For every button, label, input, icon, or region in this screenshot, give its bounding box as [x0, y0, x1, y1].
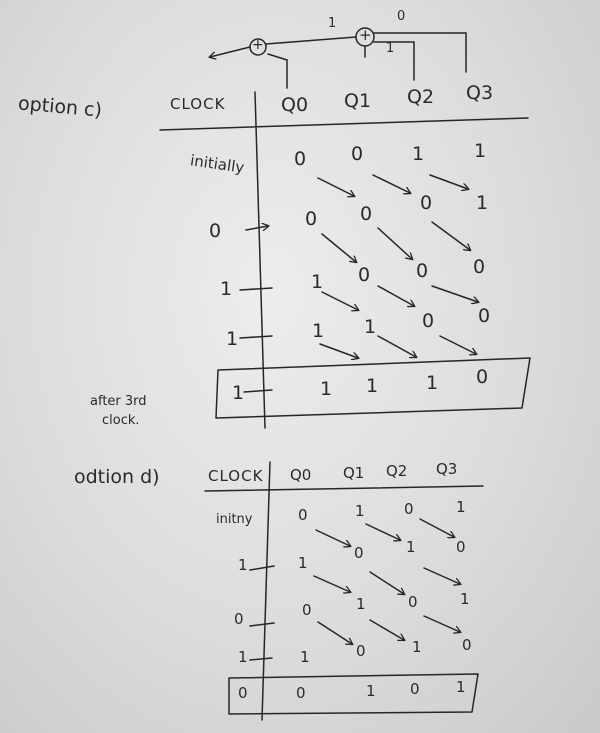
option-d-row-3-clock: 1 — [238, 648, 248, 666]
option-d-row-4-q1: 1 — [366, 682, 376, 700]
feedback-label-3: 1 — [386, 41, 395, 56]
option-c-row-3-q0: 1 — [312, 320, 325, 342]
option-d-row-4-q0: 0 — [296, 684, 306, 702]
option-d-clock-header: CLOCK — [208, 467, 264, 485]
circuit-diagram — [210, 27, 467, 89]
option-d-row-0-q2: 0 — [404, 500, 414, 518]
option-d-row-1-clock: 1 — [238, 556, 248, 574]
option-c-clock-divider — [254, 91, 266, 429]
option-c-header-rule — [159, 117, 529, 131]
option-c-row-4-q2: 1 — [426, 372, 439, 394]
option-c-col-q1: Q1 — [344, 90, 372, 112]
option-c-row-3-q1: 1 — [364, 316, 377, 338]
xor-gate-2-symbol: + — [359, 26, 372, 44]
option-d-shift-arrows — [313, 518, 460, 644]
option-c-row-1-q3: 1 — [476, 192, 489, 214]
feedback-label-2: 0 — [397, 9, 406, 24]
option-d-clock-divider — [261, 461, 271, 721]
option-c-row-0-q1: 0 — [351, 143, 364, 165]
option-d-col-q3: Q3 — [436, 460, 458, 478]
option-c-col-q2: Q2 — [407, 86, 435, 108]
option-d-header-rule — [204, 485, 484, 492]
option-d-row-4-q2: 0 — [410, 680, 420, 698]
option-d-row-3-q2: 1 — [412, 638, 422, 656]
option-d-row-2-q1: 1 — [356, 595, 366, 613]
option-c-row-1-q2: 0 — [420, 192, 433, 214]
option-d-row-3-q3: 0 — [462, 636, 472, 654]
option-c-row-1-clock: 0 — [209, 220, 222, 242]
option-d-col-q1: Q1 — [343, 464, 365, 482]
option-d-row-3-q1: 0 — [356, 642, 366, 660]
feedback-label-1: 1 — [328, 16, 337, 31]
option-c-row-2-q2: 0 — [416, 260, 429, 282]
option-d-row-1-q3: 0 — [456, 538, 466, 556]
option-d-row-2-q0: 0 — [302, 601, 312, 619]
option-d-col-q2: Q2 — [386, 462, 408, 480]
option-c-highlight-box — [215, 357, 531, 419]
xor-gate-1-symbol: + — [252, 37, 264, 53]
option-c-row-4-q0: 1 — [320, 378, 333, 400]
option-c-row-3-q3: 0 — [478, 305, 491, 327]
option-c-row-0-q2: 1 — [412, 143, 425, 165]
option-d-label: odtion d) — [74, 466, 160, 488]
option-c-note-line1: after 3rd — [90, 394, 147, 409]
option-c-note-line2: clock. — [102, 413, 140, 428]
option-c-row-2-q0: 1 — [311, 271, 324, 293]
option-c-row-4-clock: 1 — [232, 382, 245, 404]
option-d-col-q0: Q0 — [290, 466, 312, 484]
option-c-row-4-q3: 0 — [476, 366, 489, 388]
option-c-row-4-q1: 1 — [366, 375, 379, 397]
option-c-row-2-q1: 0 — [358, 264, 371, 286]
option-d-row-0-clock: initny — [216, 512, 253, 527]
option-d-row-4-clock: 0 — [238, 684, 248, 702]
option-c-shift-arrows — [317, 174, 478, 358]
option-c-row-1-q0: 0 — [305, 208, 318, 230]
option-d-row-1-q0: 1 — [298, 554, 308, 572]
option-c-clock-header: CLOCK — [170, 95, 226, 113]
option-c-row-0-q3: 1 — [474, 140, 487, 162]
option-c-row-1-q1: 0 — [360, 203, 373, 225]
option-d-row-2-clock: 0 — [234, 610, 244, 628]
option-d-row-1-q2: 1 — [406, 538, 416, 556]
option-c-col-q0: Q0 — [281, 94, 309, 116]
option-d-highlight-box — [228, 673, 479, 715]
option-d-row-0-q1: 1 — [355, 502, 365, 520]
output-arrow — [210, 46, 251, 57]
option-d-row-4-q3: 1 — [456, 678, 466, 696]
option-d-row-0-q3: 1 — [456, 498, 466, 516]
option-c-row-3-q2: 0 — [422, 310, 435, 332]
option-d-row-3-q0: 1 — [300, 648, 310, 666]
option-d-row-2-q2: 0 — [408, 593, 418, 611]
option-d-row-0-q0: 0 — [298, 506, 308, 524]
option-c-col-q3: Q3 — [466, 82, 494, 104]
option-c-row-2-q3: 0 — [473, 256, 486, 278]
option-c-row-3-clock: 1 — [226, 328, 239, 350]
option-c-row-2-clock: 1 — [220, 278, 233, 300]
option-d-row-2-q3: 1 — [460, 590, 470, 608]
option-d-row-1-q1: 0 — [354, 544, 364, 562]
option-c-row-0-q0: 0 — [294, 148, 307, 170]
